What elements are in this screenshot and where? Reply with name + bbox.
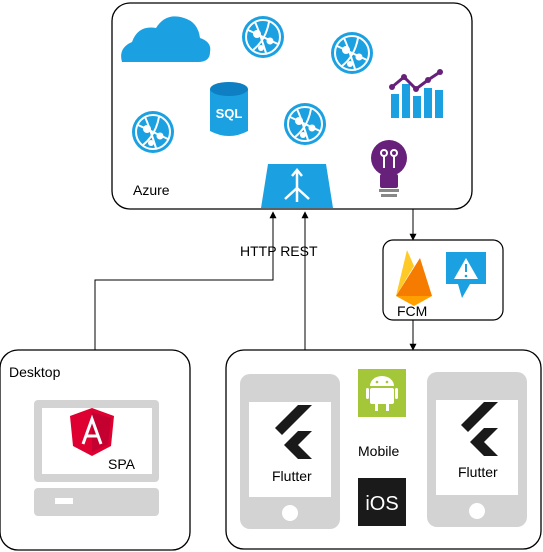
flutter-label-right: Flutter — [458, 464, 498, 480]
spa-label: SPA — [108, 456, 135, 472]
web-app-icon — [131, 110, 175, 154]
web-app-icon — [283, 102, 327, 146]
load-balancer-icon — [261, 164, 333, 208]
mobile-label: Mobile — [358, 443, 400, 459]
angular-icon — [70, 408, 114, 456]
cloud-icon — [121, 16, 211, 62]
azure-group: SQL — [111, 2, 473, 210]
web-app-icon — [241, 15, 285, 59]
desktop-to-azure-connector — [94, 211, 277, 350]
fcm-label: FCM — [397, 303, 428, 319]
desktop-label: Desktop — [9, 364, 61, 380]
android-icon — [358, 369, 406, 417]
http-rest-label: HTTP REST — [240, 243, 318, 259]
fcm-group — [382, 239, 504, 321]
mobile-group: iOS — [225, 349, 542, 550]
azure-label: Azure — [133, 182, 170, 198]
insights-lightbulb-icon — [371, 140, 407, 197]
flutter-label-left: Flutter — [272, 468, 312, 484]
ios-icon: iOS — [358, 478, 406, 526]
firebase-icon — [396, 250, 432, 306]
sql-text: SQL — [216, 106, 243, 121]
analytics-chart-icon — [389, 69, 443, 118]
sql-database-icon: SQL — [210, 82, 248, 136]
web-app-icon — [330, 31, 374, 75]
phone-icon — [240, 374, 340, 529]
ios-text: iOS — [365, 493, 398, 515]
notification-alert-icon — [446, 252, 486, 298]
desktop-group — [0, 349, 191, 551]
connectors — [94, 209, 417, 351]
phone-icon — [427, 372, 527, 527]
